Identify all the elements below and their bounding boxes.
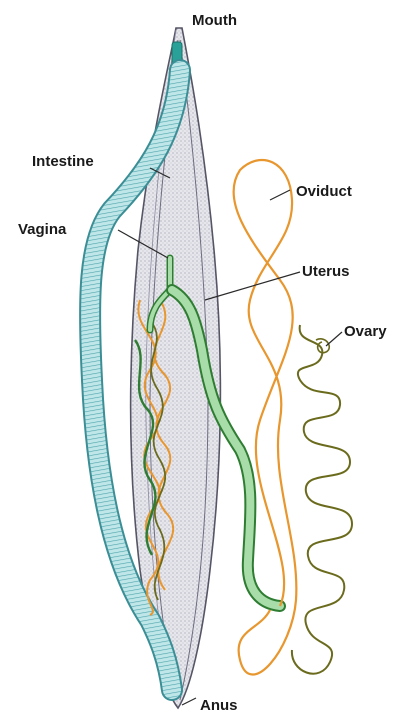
label-mouth: Mouth: [192, 12, 237, 29]
label-oviduct: Oviduct: [296, 183, 352, 200]
label-vagina: Vagina: [18, 221, 67, 238]
ovary: [292, 325, 352, 674]
label-uterus: Uterus: [302, 263, 350, 280]
label-ovary: Ovary: [344, 323, 387, 340]
label-intestine: Intestine: [32, 153, 94, 170]
label-anus: Anus: [200, 697, 238, 714]
